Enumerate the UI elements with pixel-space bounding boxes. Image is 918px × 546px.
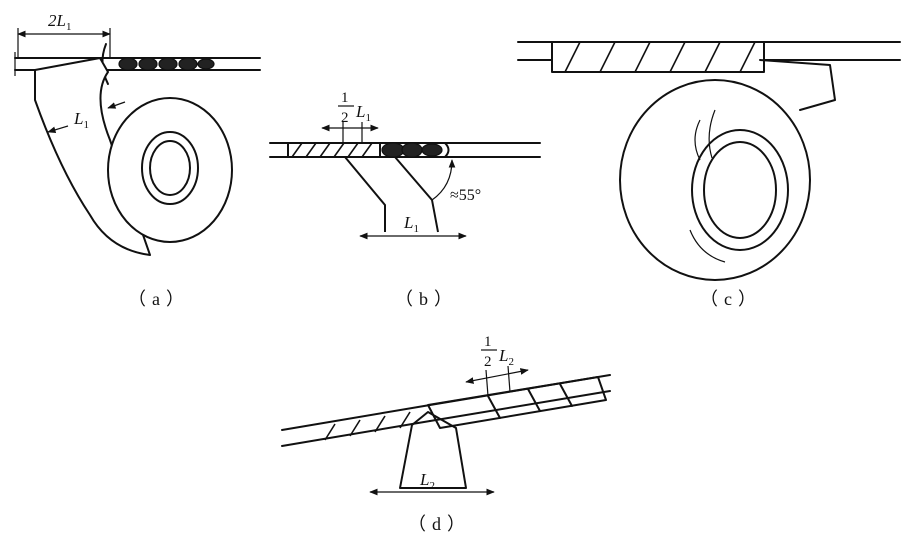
- panel-a-dim-side-sub: 1: [83, 119, 89, 131]
- panel-d-tape-strip: [399, 411, 467, 489]
- panel-d: 1 2 L2 L2 （d）: [281, 334, 611, 534]
- panel-a-dim-l1: L1: [47, 101, 126, 134]
- panel-a-dim-top-sub: 1: [66, 21, 72, 33]
- panel-b-dim-l1: L1: [359, 213, 467, 240]
- panel-b-frac-den: 2: [341, 110, 349, 126]
- panel-c-spiral-wrap: [551, 41, 765, 73]
- panel-b-angle-label: ≈55°: [450, 187, 481, 204]
- panel-c-tape-roll: [619, 59, 836, 281]
- panel-b-angle: ≈55°: [431, 159, 481, 204]
- svg-text:2L1: 2L1: [48, 11, 71, 33]
- panel-b-frac-var: L: [355, 102, 365, 121]
- panel-a-caption: （a）: [128, 289, 190, 309]
- svg-text:L1: L1: [355, 102, 371, 124]
- panel-d-dim-bottom-sub: 2: [429, 480, 435, 492]
- panel-b-caption: （b）: [395, 289, 458, 309]
- svg-text:L2: L2: [498, 346, 514, 368]
- panel-b-frac-sub: 1: [365, 112, 371, 124]
- panel-d-frac-sub: 2: [508, 356, 514, 368]
- panel-d-tape-band: [427, 376, 607, 429]
- panel-d-frac-den: 2: [484, 354, 492, 370]
- panel-d-caption: （d）: [408, 514, 471, 534]
- panel-b-dim-bottom-sub: 1: [413, 223, 419, 235]
- panel-a: 2L1 L1 （a）: [14, 11, 261, 309]
- panel-b-tape-strip: [344, 156, 439, 233]
- panel-a-wrapped-section: [101, 43, 215, 85]
- panel-b-dim-bottom-var: L: [403, 213, 413, 232]
- panel-c: （c）: [517, 41, 901, 309]
- svg-text:L1: L1: [73, 109, 89, 131]
- panel-d-dim-half-l2: 1 2 L2: [465, 334, 529, 397]
- svg-text:L1: L1: [403, 213, 419, 235]
- panel-a-dim-2l1: 2L1: [17, 11, 111, 58]
- panel-a-dim-top-var: L: [56, 11, 66, 30]
- panel-b-dim-half-l1: 1 2 L1: [321, 90, 379, 143]
- panel-d-dim-bottom-var: L: [419, 470, 429, 489]
- panel-b: 1 2 L1 L1 ≈55° （b）: [269, 90, 541, 309]
- panel-c-caption: （c）: [700, 289, 762, 309]
- panel-b-frac-num: 1: [341, 90, 349, 106]
- svg-text:L2: L2: [419, 470, 435, 492]
- panel-a-dim-side-var: L: [73, 109, 83, 128]
- panel-d-frac-var: L: [498, 346, 508, 365]
- panel-a-tape-roll: [107, 97, 233, 243]
- panel-d-frac-num: 1: [484, 334, 492, 350]
- panel-d-spiral-wrap: [324, 411, 411, 441]
- panel-a-dim-top-num: 2: [48, 11, 57, 30]
- panel-b-hatched-wrap: [287, 142, 450, 158]
- panel-d-dim-l2: L2: [369, 470, 495, 496]
